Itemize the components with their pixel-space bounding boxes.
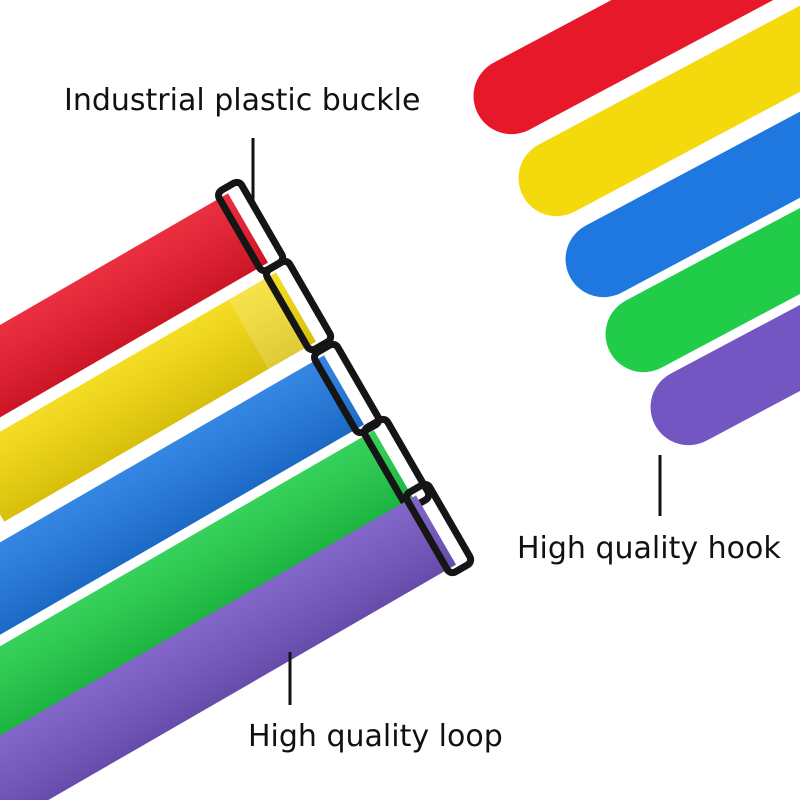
hook-label: High quality hook [517, 531, 781, 566]
buckle-label: Industrial plastic buckle [64, 83, 421, 118]
buckle-purple [403, 480, 475, 577]
buckle-yellow [263, 257, 335, 354]
loop-strap-yellow [0, 257, 335, 522]
hook-strap-yellow [518, 0, 800, 217]
leader-lines [251, 138, 662, 705]
hook-straps [473, 0, 800, 446]
loop-straps [0, 178, 475, 800]
hook-strap-green [605, 115, 800, 373]
hook-strap-red [473, 0, 800, 135]
hook-strap-blue [565, 40, 800, 298]
hook-strap-purple [650, 188, 800, 446]
loop-strap-purple [0, 480, 475, 800]
loop-label: High quality loop [248, 719, 503, 754]
